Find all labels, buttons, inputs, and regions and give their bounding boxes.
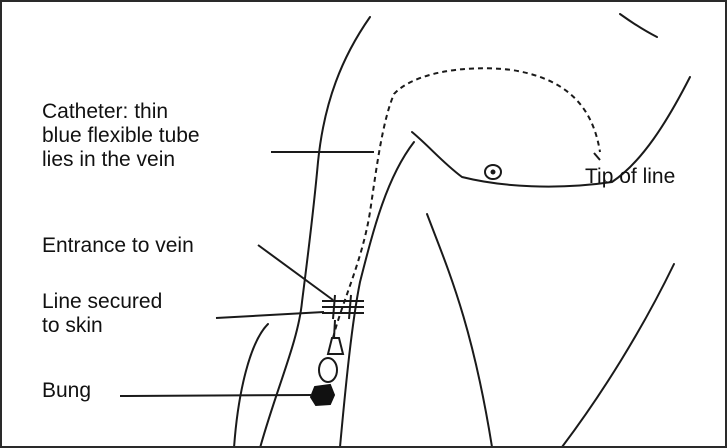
line-secured-label-line-2: to skin — [42, 314, 162, 338]
line-hub-icon — [319, 320, 343, 382]
torso-outline — [562, 264, 674, 447]
catheter-label-line-2: blue flexible tube — [42, 124, 200, 148]
leader-entrance — [258, 245, 333, 300]
catheter-label-line-1: Catheter: thin — [42, 100, 200, 124]
catheter-label: Catheter: thin blue flexible tube lies i… — [42, 100, 200, 172]
tip-of-line-label: Tip of line — [585, 165, 675, 189]
leader-secured — [216, 312, 324, 318]
entrance-to-vein-label: Entrance to vein — [42, 234, 194, 258]
armpit-line — [427, 214, 492, 447]
leader-tip — [594, 153, 600, 160]
leader-bung — [120, 395, 312, 396]
arm-outline-inner — [340, 142, 414, 447]
catheter-label-line-3: lies in the vein — [42, 148, 200, 172]
bung-label: Bung — [42, 379, 91, 403]
collarbone-line — [620, 14, 657, 37]
line-secured-label-line-1: Line secured — [42, 290, 162, 314]
forearm-outline — [234, 324, 268, 448]
catheter-line — [333, 68, 600, 338]
arm-outline-outer — [260, 17, 370, 448]
nipple-icon — [485, 165, 501, 179]
line-secured-label: Line secured to skin — [42, 290, 162, 338]
bung-icon — [311, 385, 334, 405]
